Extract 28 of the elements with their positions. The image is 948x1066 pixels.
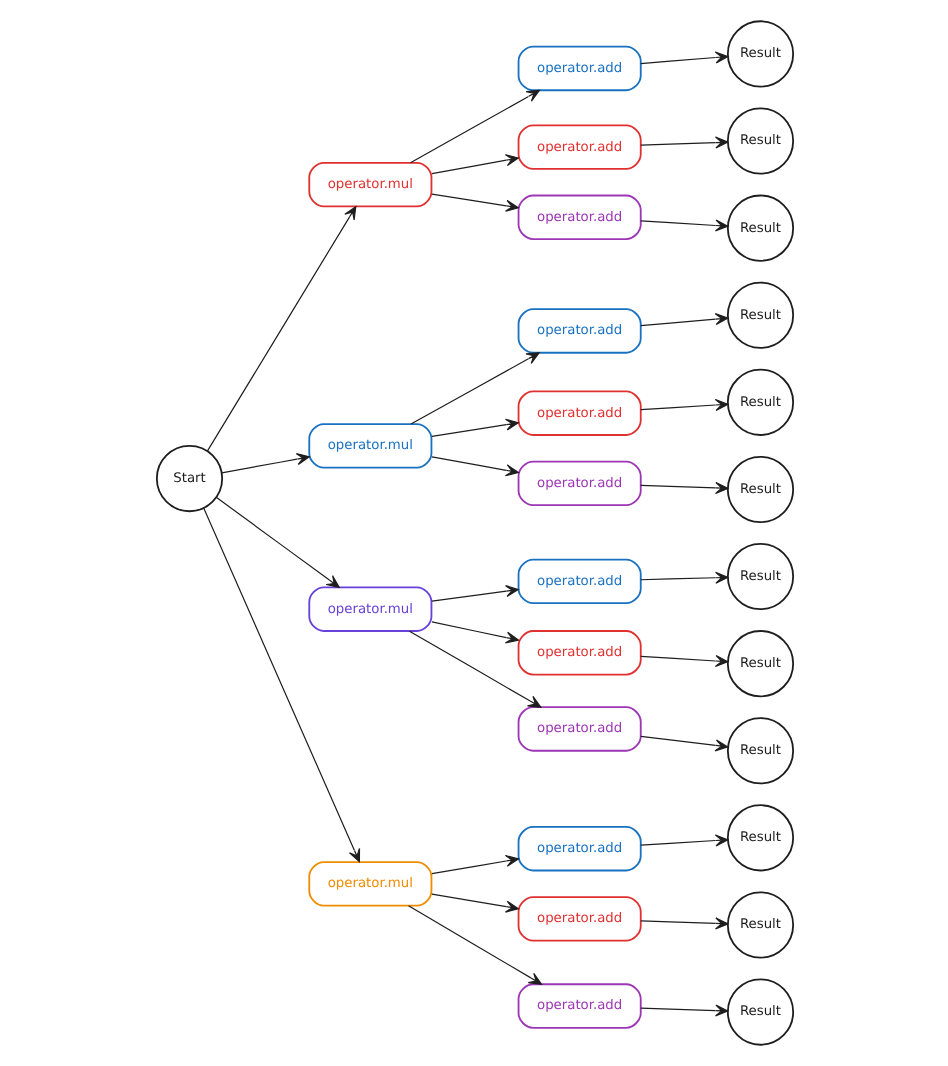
- arrow: [430, 418, 518, 437]
- arrow: [202, 507, 360, 863]
- arrow: [430, 585, 518, 602]
- arrow: [430, 154, 518, 175]
- arrow: [430, 855, 518, 875]
- arrow: [406, 905, 542, 985]
- arrow: [639, 834, 728, 847]
- arrow: [430, 456, 518, 477]
- arrow: [407, 630, 541, 708]
- arrow: [639, 481, 728, 495]
- arrow: [639, 398, 728, 412]
- arrow: [639, 571, 728, 584]
- arrow: [639, 219, 728, 232]
- arrow: [639, 1004, 728, 1017]
- arrow: [639, 136, 728, 149]
- arrow: [639, 51, 728, 65]
- arrow: [639, 917, 728, 930]
- arrow: [639, 313, 728, 327]
- arrow: [220, 453, 309, 474]
- arrow: [409, 352, 539, 425]
- arrow: [430, 621, 518, 644]
- arrow: [408, 89, 539, 164]
- arrow: [639, 735, 728, 752]
- arrow: [205, 206, 356, 452]
- arrow: [639, 654, 728, 668]
- arrow: [430, 893, 518, 913]
- arrow: [430, 193, 518, 212]
- arrow: [214, 496, 339, 588]
